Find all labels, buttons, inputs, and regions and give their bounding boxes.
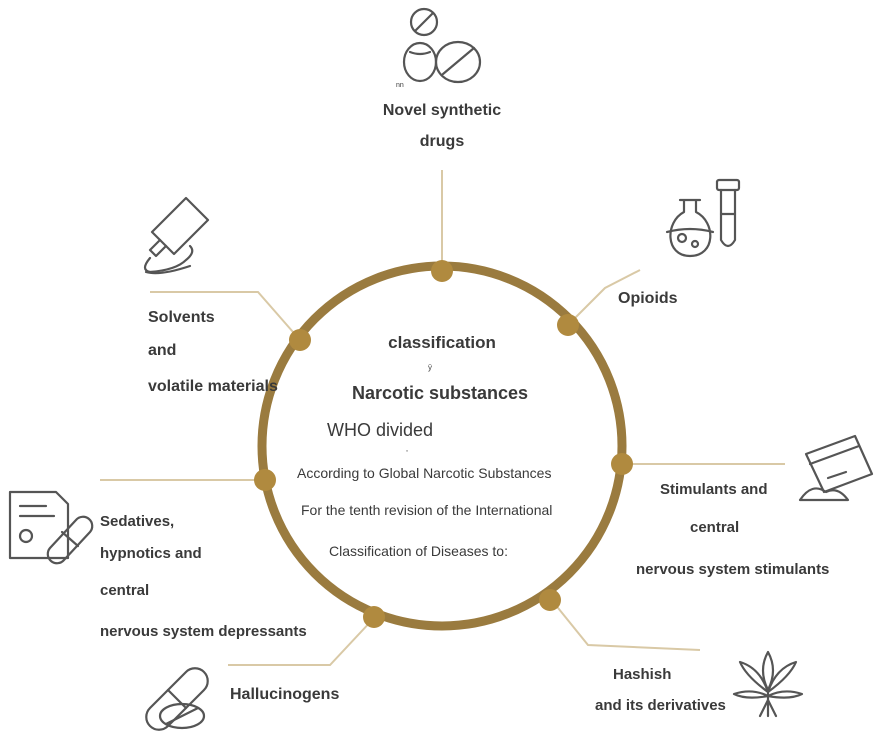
label-opioids: Opioids [618, 290, 678, 307]
pills-icon [402, 7, 482, 84]
label-stimulants-line2: central [690, 519, 740, 536]
connectors [100, 170, 785, 666]
label-solvents-line2: and [148, 342, 177, 359]
node-opioids [557, 314, 579, 336]
label-hashish-line1: Hashish [613, 666, 672, 683]
center-according: According to Global Narcotic Substances [297, 465, 552, 481]
label-novel-synthetic-drugs-line2: drugs [419, 133, 465, 150]
glue-tube-icon [143, 196, 210, 275]
lab-flask-icon [665, 178, 741, 258]
connector-opioids [567, 269, 641, 326]
node-novel [431, 260, 453, 282]
center-tenth-revision: For the tenth revision of the Internatio… [301, 502, 553, 518]
prescription-pill-icon [8, 490, 94, 565]
label-hallucinogens: Hallucinogens [230, 686, 340, 703]
label-stimulants-line1: Stimulants and [660, 481, 768, 498]
label-sedatives-line4: nervous system depressants [100, 623, 307, 640]
connector-solvents [150, 291, 301, 341]
center-mark-2: ' [406, 449, 408, 458]
label-novel-synthetic-drugs-line1: Novel synthetic [382, 102, 502, 119]
cannabis-leaf-icon [732, 650, 804, 718]
capsule-tablet-icon [145, 667, 209, 731]
label-sedatives-line2: hypnotics and [100, 545, 202, 562]
label-sedatives-line1: Sedatives, [100, 513, 175, 530]
center-classification-diseases: Classification of Diseases to: [329, 543, 508, 559]
label-sedatives-line3: central [100, 582, 150, 599]
center-title-classification: classification [388, 333, 496, 352]
connector-hallucinogens [228, 617, 375, 666]
center-who-divided: WHO divided [326, 420, 434, 440]
label-stimulants-line3: nervous system stimulants [636, 561, 830, 578]
label-hashish-line2: and its derivatives [595, 697, 726, 714]
node-hashish [539, 589, 561, 611]
node-stimulants [611, 453, 633, 475]
label-solvents-line1: Solvents [148, 309, 215, 326]
label-solvents-line3: volatile materials [148, 378, 278, 395]
center-title-narcotic-substances: Narcotic substances [351, 383, 529, 403]
node-hallucinogens [363, 606, 385, 628]
center-mark-1: ÿ [428, 363, 432, 372]
node-solvents [289, 329, 311, 351]
connector-hashish [549, 597, 701, 651]
node-sedatives [254, 469, 276, 491]
card-powder-icon [798, 434, 874, 502]
ring-nodes [254, 260, 633, 628]
novel-drugs-note: nn [396, 82, 404, 89]
